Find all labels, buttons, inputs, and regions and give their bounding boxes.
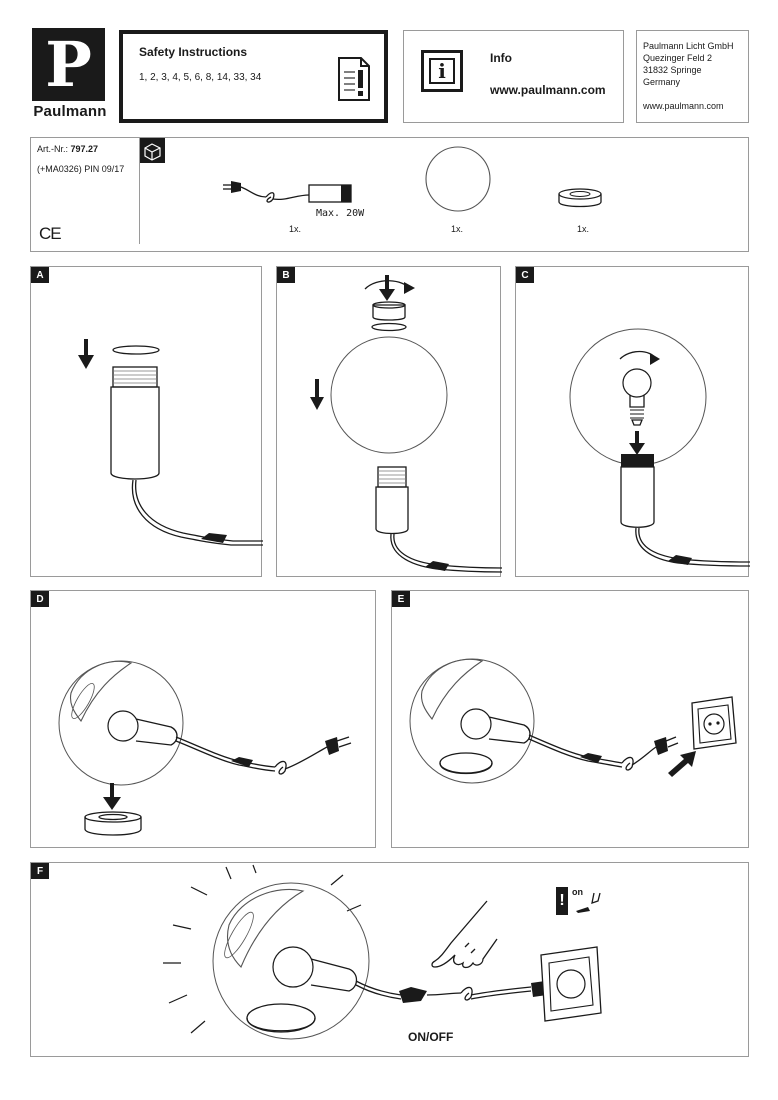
paulmann-logo: P: [32, 28, 105, 101]
safety-instructions-box: Safety Instructions 1, 2, 3, 4, 5, 6, 8,…: [119, 30, 388, 123]
address-line4: Germany: [643, 77, 681, 87]
info-box: i Info www.paulmann.com: [403, 30, 624, 123]
base-ring-part: [558, 188, 602, 208]
qty-globe: 1x.: [451, 224, 464, 234]
package-icon: [140, 138, 165, 163]
on-off-label: ON/OFF: [408, 1030, 454, 1044]
ce-mark: CE: [39, 224, 62, 243]
step-b-panel: B: [276, 266, 503, 577]
step-f-panel: F ON/OFF !: [30, 862, 749, 1057]
qty-cable: 1x.: [289, 224, 302, 234]
safety-title: Safety Instructions: [139, 45, 248, 59]
brand-name: Paulmann: [33, 103, 107, 120]
max-wattage: Max. 20W: [316, 208, 365, 219]
step-d-label: D: [31, 591, 49, 607]
step-d-illustration: [58, 660, 352, 836]
info-title: Info: [490, 51, 512, 65]
wall-socket-icon: [691, 696, 737, 750]
address-line1: Paulmann Licht GmbH: [643, 41, 734, 51]
step-e-illustration: [409, 658, 737, 784]
article-prefix: Art.-Nr.:: [37, 144, 68, 154]
step-f-illustration: [163, 864, 602, 1040]
package-contents-panel: Art.-Nr.: 797.27 (+MA0326) PIN 09/17 CE …: [30, 137, 749, 252]
address-line2: Quezinger Feld 2: [643, 53, 713, 63]
article-ref: (+MA0326) PIN 09/17: [37, 164, 125, 174]
hand-pointer-icon: [431, 900, 498, 969]
step-c-panel: C: [515, 266, 751, 577]
step-c-label: C: [516, 267, 534, 283]
article-number: 797.27: [70, 144, 99, 154]
safety-items: 1, 2, 3, 4, 5, 6, 8, 14, 33, 34: [139, 72, 262, 83]
step-b-label: B: [277, 267, 295, 283]
address-url[interactable]: www.paulmann.com: [643, 101, 724, 111]
address-box: Paulmann Licht GmbH Quezinger Feld 2 318…: [636, 30, 749, 123]
switch-warning-icon: ! on: [556, 887, 606, 915]
step-e-label: E: [392, 591, 410, 607]
step-a-label: A: [31, 267, 49, 283]
document-warning-icon: [338, 57, 370, 101]
switch-hand-icon: [576, 892, 601, 913]
step-a-illustration: [78, 339, 263, 546]
info-icon: i: [421, 50, 463, 92]
wall-socket-icon: [540, 946, 602, 1022]
switch-on-text: on: [572, 887, 583, 897]
qty-ring: 1x.: [577, 224, 590, 234]
info-url[interactable]: www.paulmann.com: [490, 83, 606, 97]
step-f-label: F: [31, 863, 49, 879]
plug-icon: [223, 181, 352, 203]
step-d-panel: D: [30, 590, 376, 848]
glass-globe-part: [425, 146, 491, 212]
address-line3: 31832 Springe: [643, 65, 702, 75]
step-a-panel: A: [30, 266, 263, 577]
step-c-illustration: [569, 328, 751, 567]
step-e-panel: E: [391, 590, 749, 848]
step-b-illustration: [310, 275, 503, 573]
